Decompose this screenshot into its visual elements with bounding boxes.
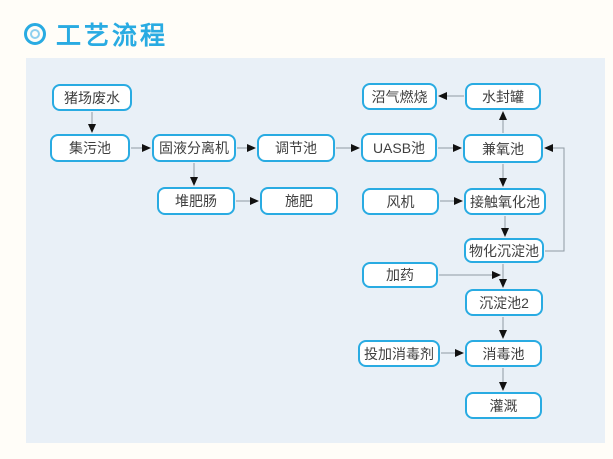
header: 工艺流程	[24, 16, 168, 52]
node-disinfection-tank: 消毒池	[465, 340, 542, 367]
node-facultative-tank: 兼氧池	[463, 134, 543, 163]
node-water-seal-tank: 水封罐	[465, 83, 541, 110]
page-title: 工艺流程	[56, 22, 169, 50]
node-dosing: 加药	[362, 262, 438, 288]
node-fan: 风机	[362, 188, 439, 215]
node-regulation-tank: 调节池	[257, 134, 335, 162]
node-uasb-tank: UASB池	[361, 133, 437, 162]
node-compost-site: 堆肥肠	[157, 187, 235, 215]
node-biogas-burning: 沼气燃烧	[362, 83, 437, 110]
bullet-inner-ring	[30, 29, 40, 39]
node-irrigation: 灌溉	[465, 392, 542, 419]
node-disinfectant-dosing: 投加消毒剂	[358, 340, 440, 367]
node-pig-farm-wastewater: 猪场废水	[52, 84, 132, 111]
node-solid-liquid-separator: 固液分离机	[152, 134, 236, 162]
edge-physicochemical-sedimentation-tank-to-facultative-tank	[544, 144, 565, 252]
double-circle-bullet-icon	[24, 23, 46, 45]
node-physicochemical-sedimentation-tank: 物化沉淀池	[464, 238, 544, 263]
node-sedimentation-tank-2: 沉淀池2	[465, 289, 543, 316]
node-contact-oxidation-tank: 接触氧化池	[464, 188, 546, 215]
node-fertilization: 施肥	[260, 187, 338, 215]
node-sewage-collection-tank: 集污池	[50, 134, 130, 162]
